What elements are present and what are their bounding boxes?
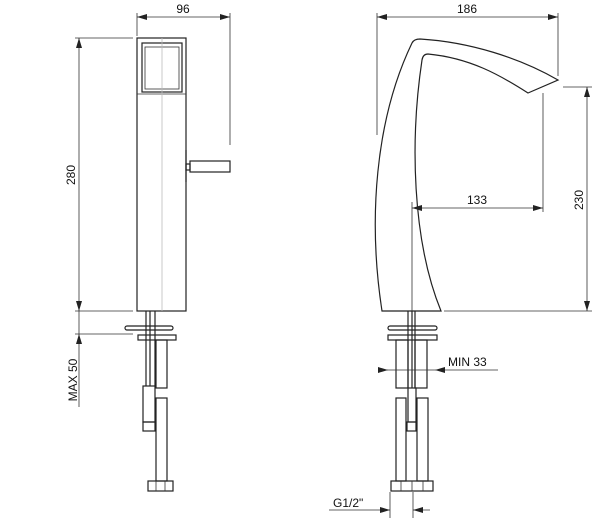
side-view-faucet — [75, 13, 231, 492]
dim-spout-reach: 186 — [457, 2, 477, 16]
dim-max-depth: MAX 50 — [66, 358, 80, 401]
dim-side-width: 96 — [176, 2, 190, 16]
dim-spout-offset: 133 — [467, 193, 487, 207]
dim-min-hole: MIN 33 — [448, 355, 487, 369]
dim-spout-height: 230 — [572, 190, 586, 210]
lever-stub — [185, 163, 191, 171]
dim-side-height: 280 — [64, 165, 78, 185]
front-view-faucet — [329, 13, 592, 518]
lever-handle — [189, 160, 231, 173]
dim-thread: G1/2" — [333, 496, 363, 510]
